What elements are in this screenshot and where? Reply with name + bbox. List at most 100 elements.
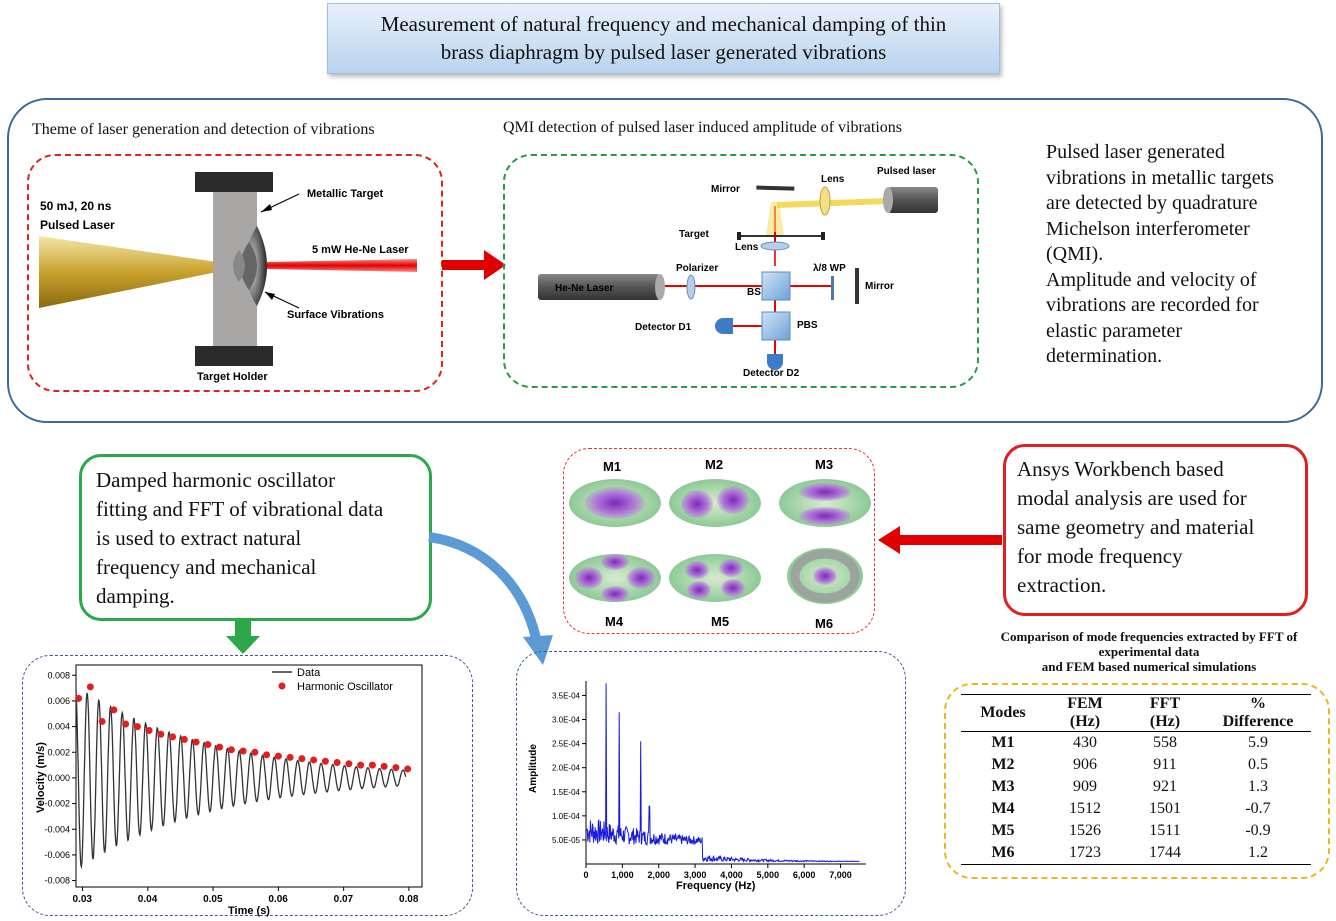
detector-d2-label: Detector D2 <box>743 368 800 379</box>
fitting-line: fitting and FFT of vibrational data <box>96 497 384 521</box>
cell-fem: 909 <box>1073 778 1097 795</box>
mode-label-m1: M1 <box>603 459 621 474</box>
desc-line: vibrations in metallic targets <box>1046 166 1274 189</box>
desc-line: are detected by quadrature <box>1046 192 1258 214</box>
fit-point <box>157 730 165 738</box>
velocity-chart-frame <box>22 655 473 916</box>
cell-diff: 0.5 <box>1248 756 1268 773</box>
hene-laser-label: He-Ne Laser <box>555 283 613 294</box>
th-fem-2: (Hz) <box>1069 713 1101 730</box>
fit-point <box>75 694 83 702</box>
mode-label-m4: M4 <box>605 614 624 629</box>
th-diff-1: % <box>1250 695 1266 712</box>
pulsed-laser-label: Pulsed laser <box>877 166 936 177</box>
top-panel <box>7 98 1323 423</box>
th-modes: Modes <box>980 704 1026 721</box>
legend-harmonic: Harmonic Oscillator <box>297 681 393 693</box>
desc-line: elastic parameter <box>1046 319 1183 342</box>
th-fft-2: (Hz) <box>1149 713 1181 730</box>
y-tick-label: -0.002 <box>44 799 70 809</box>
qmi-diagram-frame <box>503 154 979 388</box>
fit-point <box>274 752 282 760</box>
desc-line: Pulsed laser generated <box>1046 141 1225 163</box>
velocity-plot-area <box>75 664 423 888</box>
title-line-2: brass diaphragm by pulsed laser generate… <box>440 40 887 64</box>
cell-mode: M2 <box>991 756 1015 773</box>
fit-point <box>192 738 200 746</box>
fit-point <box>204 741 212 749</box>
cell-diff: -0.9 <box>1245 822 1271 839</box>
fit-point <box>392 764 400 772</box>
y-tick-label: 0.002 <box>47 747 70 757</box>
fit-point <box>380 762 388 770</box>
cell-fem: 1723 <box>1069 844 1101 861</box>
pulse-label-2: Pulsed Laser <box>40 218 115 232</box>
y-tick-label: 3.0E-04 <box>552 716 581 725</box>
target-holder-label: Target Holder <box>197 371 268 383</box>
fit-point <box>133 723 141 731</box>
y-tick-label: 0.008 <box>47 670 70 680</box>
y-tick-label: 3.5E-04 <box>552 691 581 700</box>
fit-point <box>98 717 106 725</box>
x-tick-label: 4,000 <box>720 870 743 880</box>
fit-point <box>227 746 235 754</box>
mode-label-m6: M6 <box>815 616 833 631</box>
desc-line: (QMI). <box>1046 243 1104 265</box>
cell-mode: M3 <box>991 778 1015 795</box>
cell-mode: M1 <box>991 734 1015 751</box>
ansys-line: same geometry and material <box>1017 515 1255 539</box>
velocity-xlabel: Time (s) <box>228 905 270 917</box>
cell-fem: 430 <box>1073 734 1097 751</box>
red-arrow-right <box>442 250 506 280</box>
detector-d1-label: Detector D1 <box>635 322 692 333</box>
cell-mode: M5 <box>991 822 1015 839</box>
th-fem-1: FEM <box>1067 695 1103 712</box>
theme-diagram: 50 mJ, 20 ns Pulsed Laser Metallic Targe… <box>39 172 417 383</box>
x-tick-label: 5,000 <box>757 870 780 880</box>
legend-data: Data <box>297 667 321 679</box>
fit-point <box>286 753 294 761</box>
fit-point <box>169 733 177 741</box>
fit-point <box>86 683 94 691</box>
caption-line-2: experimental data <box>1098 644 1200 659</box>
y-tick-label: -0.006 <box>44 850 70 860</box>
mode-label-m3: M3 <box>815 457 833 472</box>
cell-fft: 1501 <box>1149 800 1181 817</box>
green-arrow-down <box>226 620 260 654</box>
desc-line: Michelson interferometer <box>1046 217 1250 240</box>
cell-fem: 1526 <box>1069 822 1101 839</box>
cell-diff: 1.3 <box>1248 778 1268 795</box>
qmi-diagram: Mirror Lens Pulsed laser Target Lens He-… <box>538 166 938 379</box>
fft-xlabel: Frequency (Hz) <box>676 880 756 892</box>
fitting-box: Damped harmonic oscillator fitting and F… <box>79 454 432 621</box>
x-tick-label: 0.05 <box>203 894 223 905</box>
y-tick-label: -0.004 <box>44 824 70 834</box>
fitting-line: frequency and mechanical <box>96 555 317 579</box>
cell-fft: 558 <box>1153 734 1177 751</box>
velocity-ylabel: Velocity (m/s) <box>35 742 47 813</box>
fit-point <box>310 756 318 764</box>
y-tick-label: 1.5E-04 <box>552 788 581 797</box>
desc-line: vibrations are recorded for <box>1046 294 1259 316</box>
fit-point <box>345 760 353 768</box>
metallic-target-label: Metallic Target <box>307 188 384 200</box>
title-line-1: Measurement of natural frequency and mec… <box>380 12 947 36</box>
velocity-legend: Data Harmonic Oscillator <box>272 667 393 693</box>
y-tick-label: 5.0E-05 <box>552 836 581 845</box>
pulsed-laser-icon <box>888 187 938 213</box>
desc-line: Amplitude and velocity of <box>1046 268 1257 291</box>
fft-chart-frame <box>516 651 906 916</box>
fit-point <box>368 761 376 769</box>
velocity-data-line <box>75 689 407 870</box>
fft-ylabel: Amplitude <box>528 744 539 793</box>
description: Pulsed laser generated vibrations in met… <box>1046 140 1311 370</box>
waveplate-icon <box>831 276 834 300</box>
hene-label: 5 mW He-Ne Laser <box>312 244 409 256</box>
cell-fem: 1512 <box>1069 800 1101 817</box>
mirror-top-icon <box>756 185 795 191</box>
